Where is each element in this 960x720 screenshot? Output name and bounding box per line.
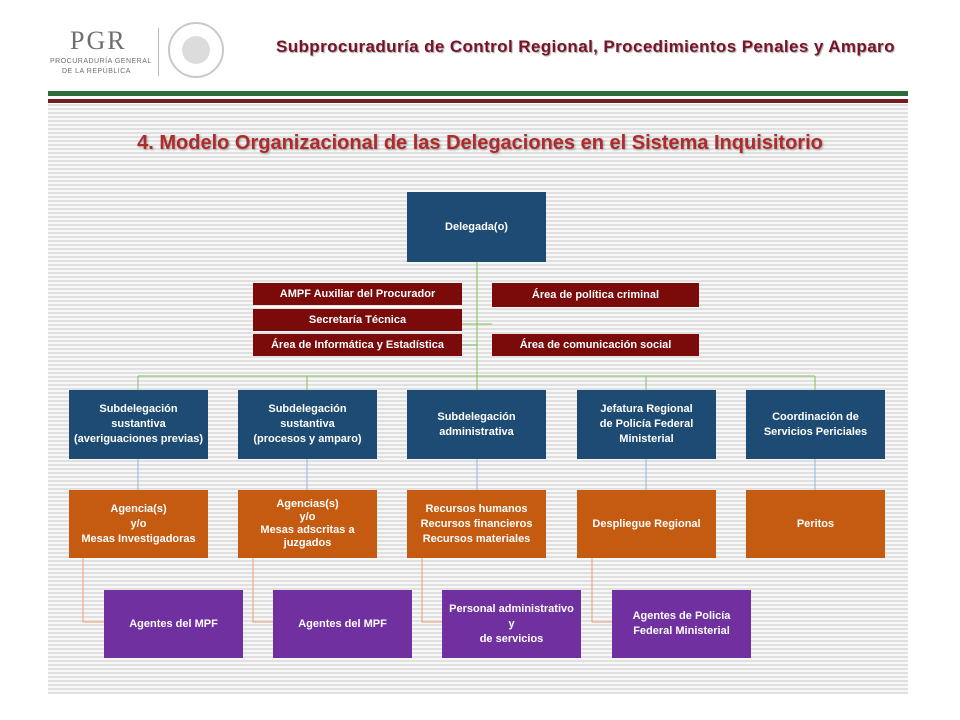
header-band-white	[48, 96, 908, 99]
logo-subtitle-2: DE LA REPÚBLICA	[62, 68, 131, 75]
national-seal-icon	[168, 22, 224, 78]
level3-agentes-mpf-procesos: Agentes del MPF	[273, 590, 412, 658]
staff-label: Secretaría Técnica	[308, 313, 407, 326]
pgr-logo: PGR PROCURADURÍA GENERAL DE LA REPÚBLICA	[22, 26, 157, 78]
level2-recursos: Recursos humanos Recursos financieros Re…	[407, 490, 546, 558]
box-line: Mesas adscritas a	[260, 524, 355, 536]
level1-subdelegacion-administrativa: Subdelegación administrativa	[407, 390, 546, 459]
box-line: Peritos	[796, 517, 835, 530]
box-line: Agentes de Policía	[632, 610, 731, 622]
box-line: Despliegue Regional	[592, 517, 701, 530]
box-line: Agentes del MPF	[129, 617, 218, 630]
staff-label: Área de comunicación social	[519, 338, 672, 351]
staff-comunicacion-social: Área de comunicación social	[492, 334, 699, 356]
logo-text: PGR	[70, 26, 127, 55]
box-line: administrativa	[439, 425, 514, 438]
staff-informatica: Área de Informática y Estadística	[253, 334, 462, 356]
box-line: Jefatura Regional	[600, 403, 693, 415]
box-line: Recursos materiales	[422, 532, 531, 545]
level2-despliegue-regional: Despliegue Regional	[577, 490, 716, 558]
level1-jefatura-policia: Jefatura Regional de Policía Federal Min…	[577, 390, 716, 459]
box-line: Agentes del MPF	[298, 617, 387, 630]
box-line: Subdelegación	[437, 410, 516, 423]
logo-subtitle-1: PROCURADURÍA GENERAL	[50, 58, 152, 65]
box-line: de servicios	[479, 632, 544, 645]
box-line: Personal administrativo y	[449, 602, 574, 630]
level2-peritos: Peritos	[746, 490, 885, 558]
staff-secretaria-tecnica: Secretaría Técnica	[253, 309, 462, 331]
box-line: Ministerial	[619, 433, 674, 445]
box-line: (procesos y amparo)	[253, 433, 362, 445]
box-line: Servicios Periciales	[763, 425, 868, 438]
box-line: Agencia(s)	[110, 502, 167, 515]
header-title: Subprocuraduría de Control Regional, Pro…	[276, 37, 895, 56]
box-line: Subdelegación	[99, 403, 178, 415]
page-title: 4. Modelo Organizacional de las Delegaci…	[137, 132, 823, 154]
level3-personal-administrativo: Personal administrativo y de servicios	[442, 590, 581, 658]
box-line: Recursos financieros	[420, 517, 533, 530]
staff-label: Área de Informática y Estadística	[270, 338, 444, 351]
box-line: y/o	[130, 517, 147, 530]
staff-politica-criminal: Área de política criminal	[492, 283, 699, 307]
org-root-delegado: Delegada(o)	[407, 192, 546, 262]
staff-label: AMPF Auxiliar del Procurador	[279, 287, 436, 300]
level3-agentes-policia: Agentes de Policía Federal Ministerial	[612, 590, 751, 658]
box-line: (averiguaciones previas)	[73, 433, 203, 445]
box-line: y/o	[299, 511, 316, 523]
level3-agentes-mpf-ap: Agentes del MPF	[104, 590, 243, 658]
header-band-green	[48, 91, 908, 96]
level1-subdelegacion-procesos: Subdelegación sustantiva (procesos y amp…	[238, 390, 377, 459]
box-line: sustantiva	[111, 418, 166, 430]
box-line: Coordinación de	[772, 410, 859, 423]
box-line: juzgados	[283, 537, 332, 549]
box-line: Mesas Investigadoras	[81, 532, 196, 545]
box-line: Subdelegación sustantiva	[268, 403, 347, 430]
level2-agencias-mesas: Agencia(s) y/o Mesas Investigadoras	[69, 490, 208, 558]
staff-label: Área de política criminal	[531, 288, 660, 301]
level1-coordinacion-periciales: Coordinación de Servicios Periciales	[746, 390, 885, 459]
staff-ampf-auxiliar: AMPF Auxiliar del Procurador	[253, 283, 462, 305]
box-line: Recursos humanos	[425, 502, 528, 515]
level1-subdelegacion-ap: Subdelegación sustantiva (averiguaciones…	[69, 390, 208, 459]
box-line: de Policía Federal	[599, 418, 694, 430]
header-bar: PGR PROCURADURÍA GENERAL DE LA REPÚBLICA…	[0, 0, 960, 92]
logo-divider	[158, 28, 159, 76]
box-line: Federal Ministerial	[633, 625, 730, 637]
org-root-label: Delegada(o)	[445, 220, 508, 233]
level2-agencias-juzgados: Agencias(s) y/o Mesas adscritas a juzgad…	[238, 490, 377, 558]
header-band-red	[48, 99, 908, 103]
box-line: Agencias(s)	[276, 498, 339, 510]
